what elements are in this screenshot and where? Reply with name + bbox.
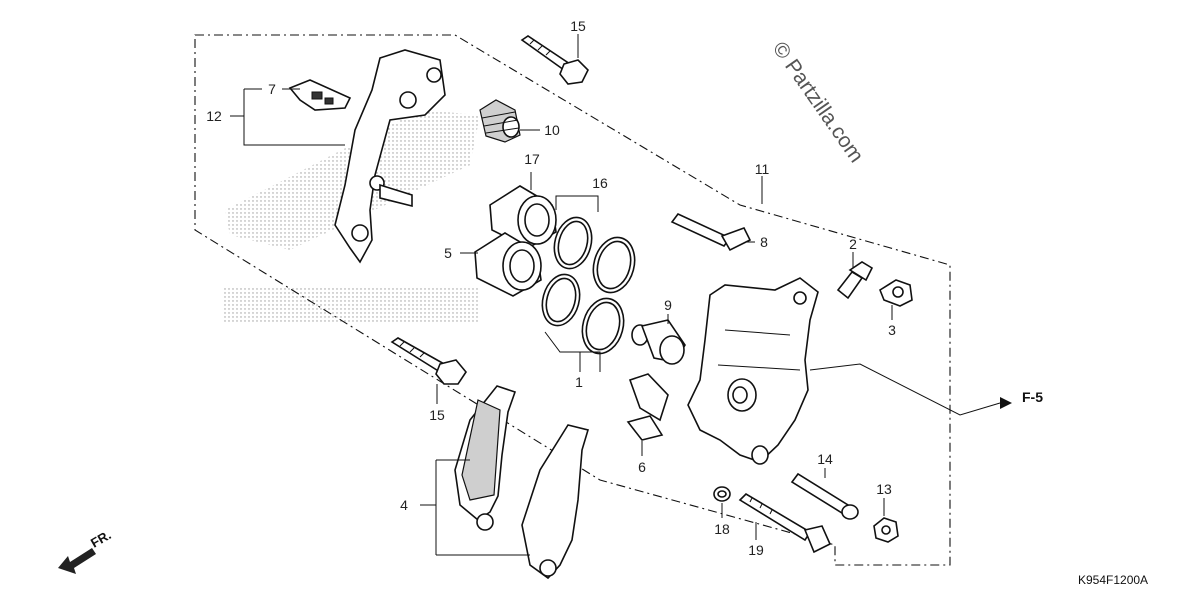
callout-5: 5 (444, 245, 452, 261)
pad-retainer (626, 373, 669, 441)
brake-pad-front (454, 385, 517, 531)
brake-pad-rear (521, 424, 590, 580)
diagram-code: K954F1200A (1078, 573, 1148, 587)
hex-nut (873, 517, 899, 543)
callout-1: 1 (575, 374, 583, 390)
callout-13: 13 (876, 481, 892, 497)
mounting-bolt-bottom (390, 337, 467, 385)
mounting-bolt-top (520, 35, 589, 85)
callout-15-bottom: 15 (429, 407, 445, 423)
caliper-body (687, 277, 819, 465)
callout-18: 18 (714, 521, 730, 537)
bleeder-cap (879, 279, 913, 307)
callout-12: 12 (206, 108, 222, 124)
assembly-boundary (194, 34, 951, 566)
caliper-bracket (334, 49, 446, 264)
callout-2: 2 (849, 236, 857, 252)
leader-lines (230, 34, 1001, 556)
bleeder-screw (836, 261, 874, 300)
callout-15-top: 15 (570, 18, 586, 34)
pin-bolt (738, 492, 832, 554)
callout-4: 4 (400, 497, 408, 513)
callout-11: 11 (755, 161, 770, 177)
callout-10: 10 (544, 122, 560, 138)
front-direction-arrow-icon (58, 548, 96, 574)
callout-16: 16 (592, 175, 608, 191)
pin-boot (479, 99, 521, 143)
callout-14: 14 (817, 451, 833, 467)
callout-6: 6 (638, 459, 646, 475)
piston-seals (541, 216, 636, 355)
reference-arrow-icon (1000, 397, 1012, 409)
reference-label: F-5 (1022, 389, 1043, 405)
pad-spring (288, 79, 352, 111)
direction-label: FR. (88, 527, 114, 550)
callout-8: 8 (760, 234, 768, 250)
caliper-pin (790, 472, 859, 520)
callout-9: 9 (664, 297, 672, 313)
slide-pin (670, 213, 752, 252)
washer (713, 486, 731, 502)
piston-lower (474, 232, 542, 297)
watermark: © Partzilla.com (768, 38, 868, 167)
callout-17: 17 (524, 151, 540, 167)
piston-upper (489, 185, 557, 249)
stipple-shadow-lower (222, 288, 478, 322)
callout-7: 7 (268, 81, 276, 97)
small-piston (631, 319, 686, 365)
callout-19: 19 (748, 542, 764, 558)
callout-3: 3 (888, 322, 896, 338)
